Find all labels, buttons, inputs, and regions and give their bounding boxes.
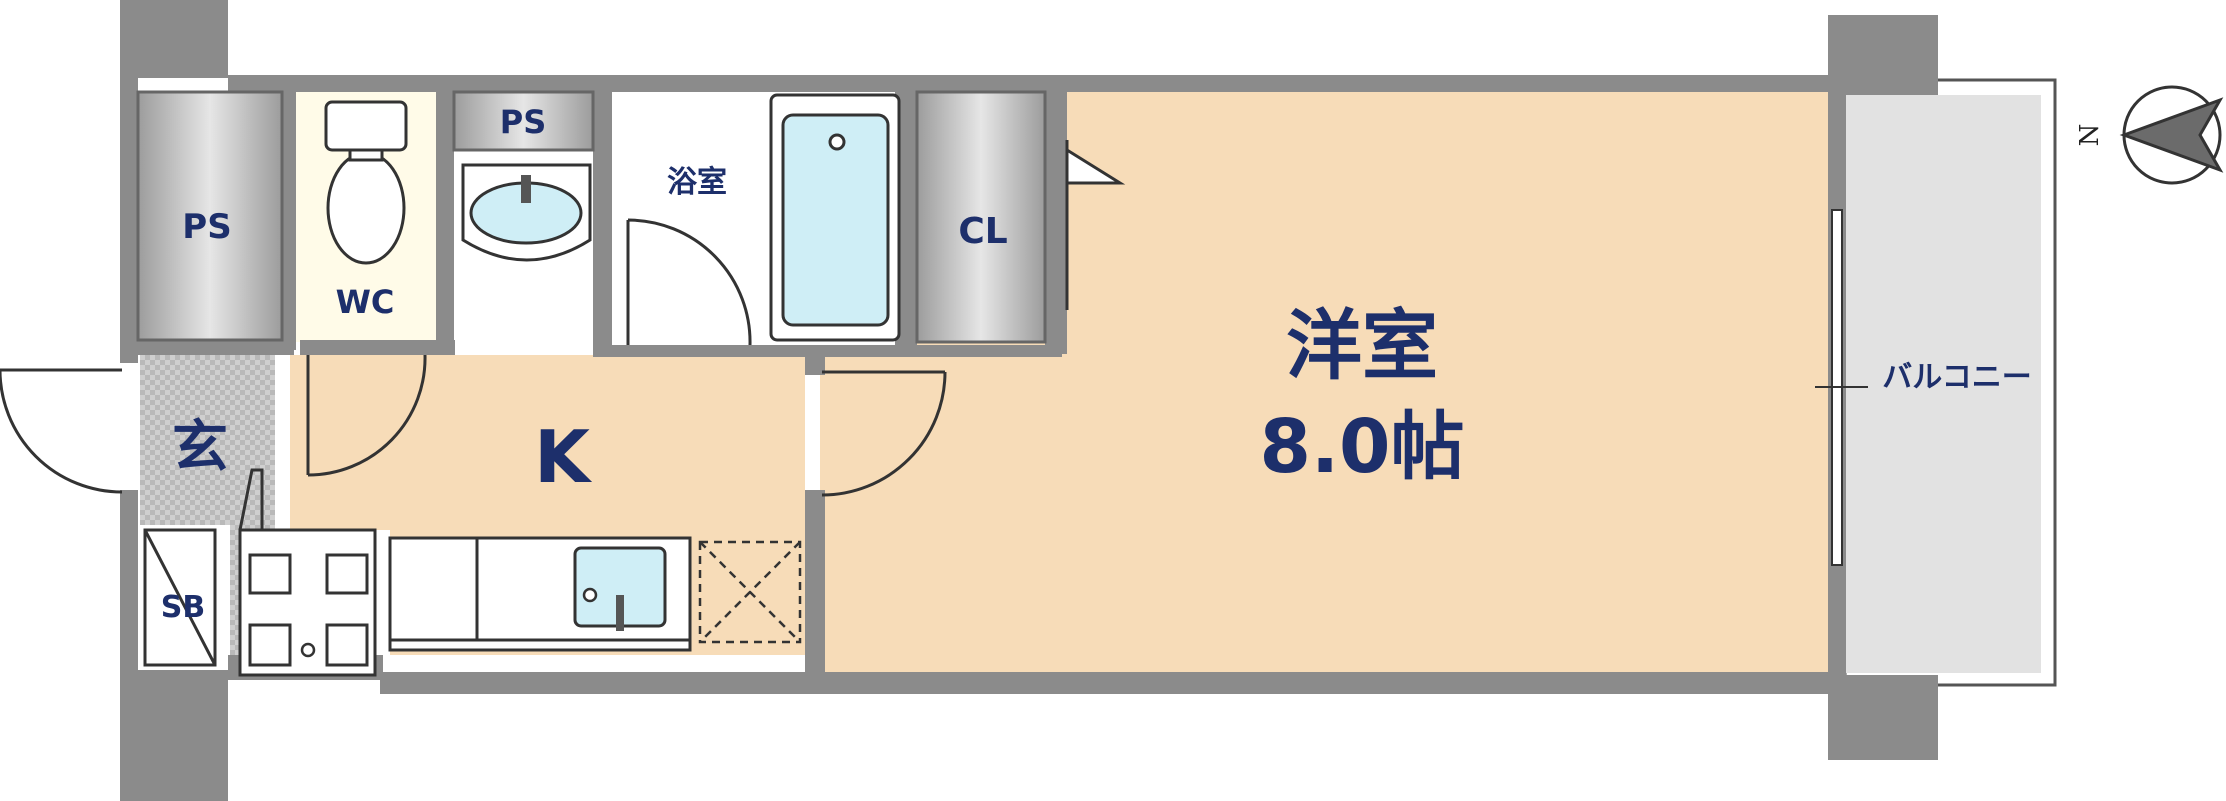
shoe-box: SB [143, 528, 217, 667]
balcony-label: バルコニー [1882, 360, 2031, 395]
western-room-size: 8.0帖 [1259, 404, 1464, 490]
closet-label: CL [958, 211, 1007, 252]
kitchen-counter [388, 536, 692, 652]
walls [120, 0, 1938, 801]
toilet-label: WC [336, 283, 395, 321]
window-mark [1065, 140, 1126, 310]
western-room-label: 洋室 [1286, 301, 1438, 390]
compass: N [2075, 85, 2224, 185]
pipe-space-left: PS [136, 90, 284, 342]
entrance-label: 玄 [172, 415, 228, 480]
north-label: N [2075, 124, 2105, 147]
balcony-window [1815, 209, 1868, 566]
toilet: WC [324, 100, 408, 321]
kitchen-label: K [534, 415, 592, 499]
pipe-space-left-label: PS [182, 207, 231, 247]
toilet-door [306, 354, 427, 477]
bathroom-label: 浴室 [667, 165, 727, 200]
washbasin [461, 163, 592, 262]
fridge-space [698, 540, 802, 644]
pipe-space-top: PS [452, 90, 595, 152]
room-door [821, 370, 947, 497]
closet: CL [915, 90, 1047, 344]
pipe-space-top-label: PS [500, 103, 547, 141]
bathroom: 浴室 [626, 93, 901, 346]
balcony [1843, 78, 2057, 687]
shoe-box-label: SB [161, 590, 205, 625]
stove [238, 468, 377, 677]
entrance: 玄 [0, 368, 228, 494]
